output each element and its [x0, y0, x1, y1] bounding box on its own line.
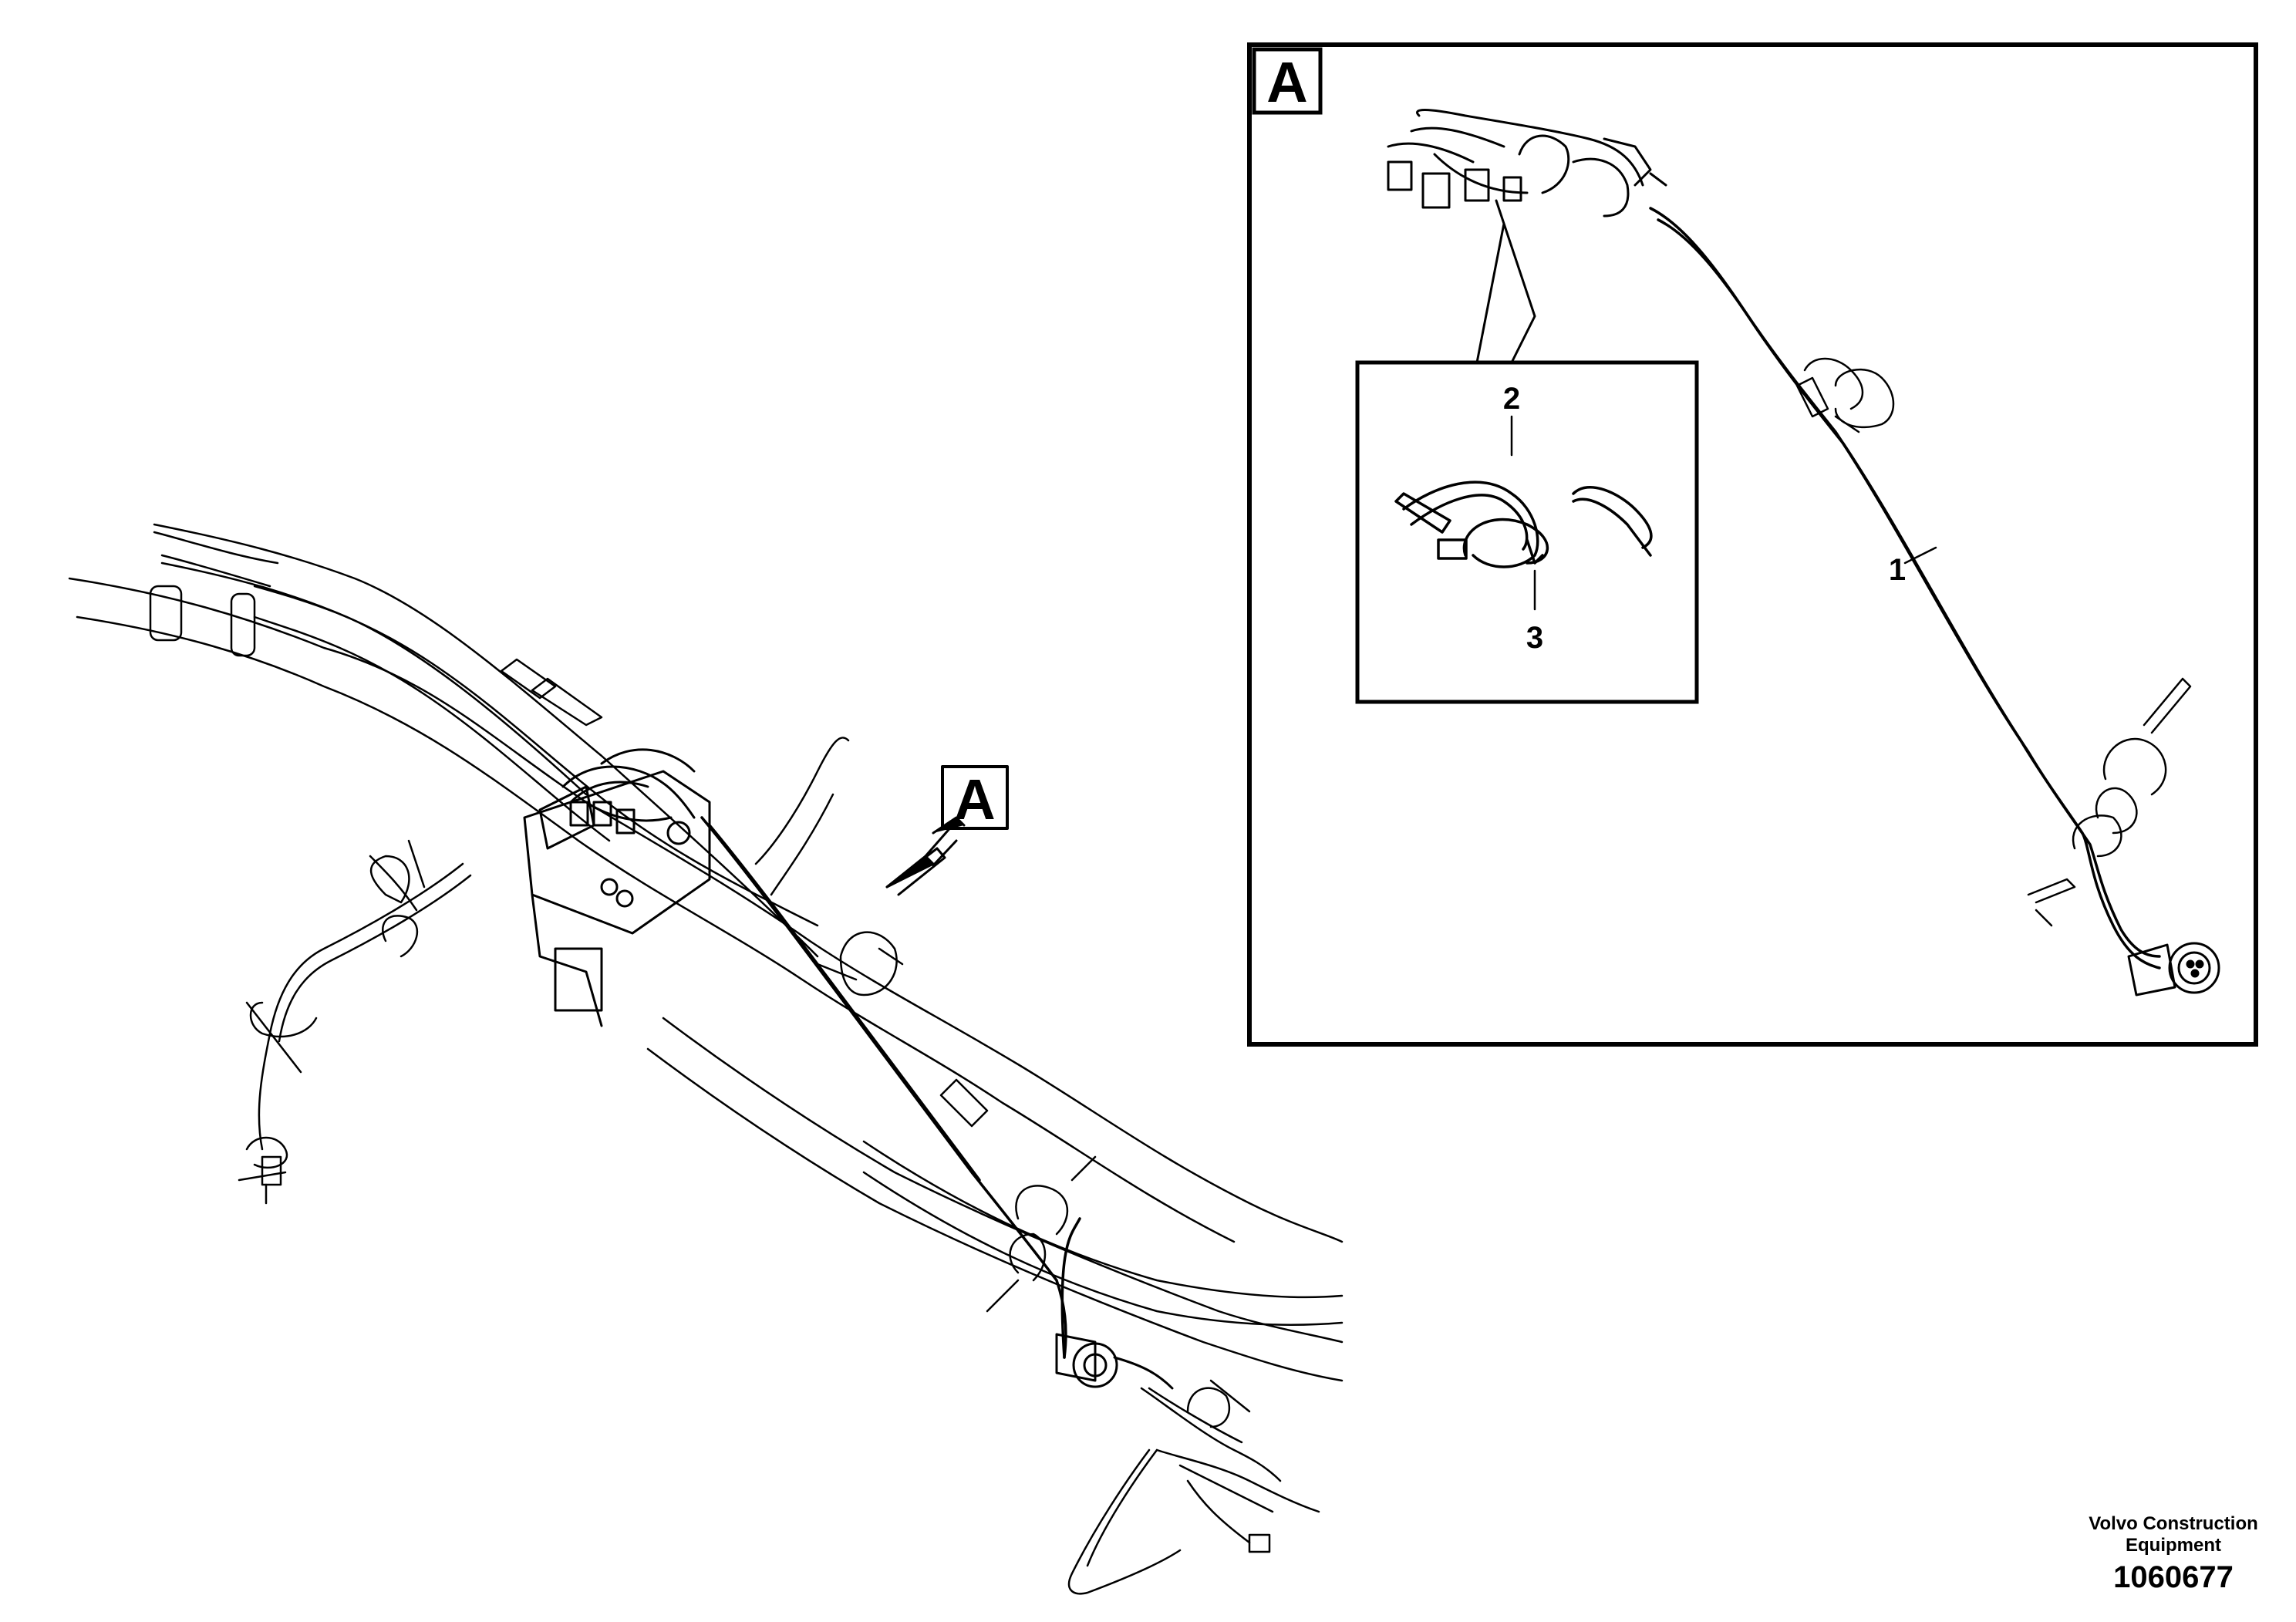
part-3-label: 3: [1526, 621, 1543, 655]
part-1-leader: [1903, 546, 1937, 565]
hose-bundle: [68, 523, 1344, 1382]
inset-cable-tie-detail: [1394, 415, 1653, 611]
brand-line-2: Equipment: [2126, 1535, 2221, 1556]
detail-connector-cluster: [1387, 109, 1667, 218]
detail-frame-label-box: [1252, 47, 1323, 115]
detail-round-connector: [2127, 942, 2220, 996]
harness-connector: [1055, 1333, 1174, 1390]
connector-cluster: [561, 748, 696, 835]
detail-tie-upper: [1795, 357, 1895, 433]
brand-line-1: Volvo Construction: [2089, 1513, 2258, 1534]
detail-frame: [1247, 42, 2258, 1047]
main-callout-box: [941, 765, 1009, 830]
part-1-label: 1: [1889, 553, 1906, 587]
valve-block: [523, 770, 711, 1027]
main-callout-label: A: [954, 767, 995, 831]
part-2-label: 2: [1503, 382, 1520, 416]
document-number: 1060677: [2113, 1560, 2234, 1594]
detail-cable: [1649, 207, 2161, 969]
hose-fitting: [500, 658, 603, 727]
detail-tie-lower: [2027, 677, 2192, 927]
bottom-loop-harness: [1067, 1379, 1320, 1595]
detail-harness: [1387, 109, 2220, 996]
main-callout: [885, 816, 966, 896]
detail-frame-label: A: [1266, 50, 1307, 114]
main-assembly-view: [68, 523, 1344, 1595]
hose-entry-left: [149, 531, 279, 657]
cable-tie-loops: [816, 931, 1097, 1313]
main-harness: [700, 816, 1081, 1359]
left-branch-harness: [238, 839, 472, 1205]
inset-callout-pointer: [1475, 199, 1536, 364]
